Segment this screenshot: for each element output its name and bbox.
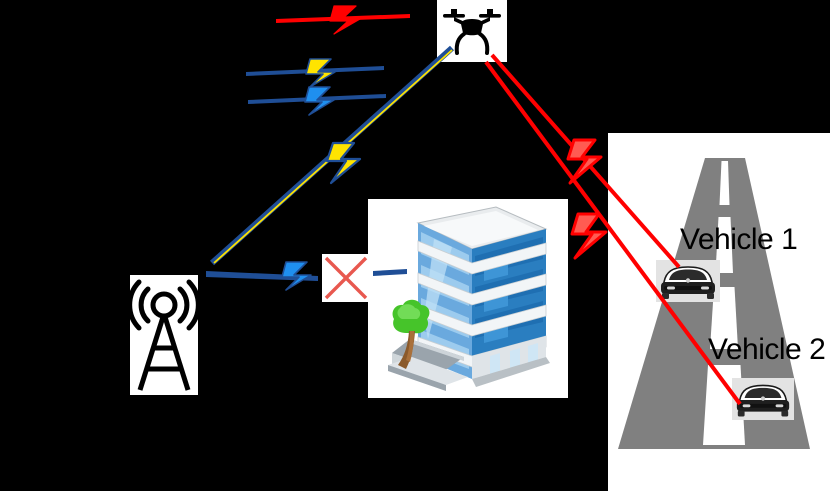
car-front-icon — [736, 384, 790, 417]
building-panel — [368, 199, 568, 398]
vehicle-1-icon-box — [656, 260, 720, 302]
vehicle-2-label: Vehicle 2 — [708, 333, 826, 366]
drone-icon — [443, 9, 501, 55]
legend-blue-cyan-link — [248, 86, 386, 116]
road-panel: Vehicle 1 Vehicle 2 — [608, 133, 830, 491]
cell-tower-icon — [130, 279, 198, 391]
car-front-icon — [661, 266, 715, 299]
vehicle-1-label: Vehicle 1 — [680, 223, 798, 256]
blocked-link-marker — [322, 254, 370, 302]
office-building-icon — [388, 206, 550, 391]
legend-red-link — [276, 5, 410, 35]
legend-blue-yellow-link — [246, 58, 384, 88]
red-x-icon — [324, 256, 368, 300]
base-station-panel — [130, 275, 198, 395]
drone-panel — [437, 0, 507, 62]
vehicle-2-icon-box — [732, 378, 794, 420]
